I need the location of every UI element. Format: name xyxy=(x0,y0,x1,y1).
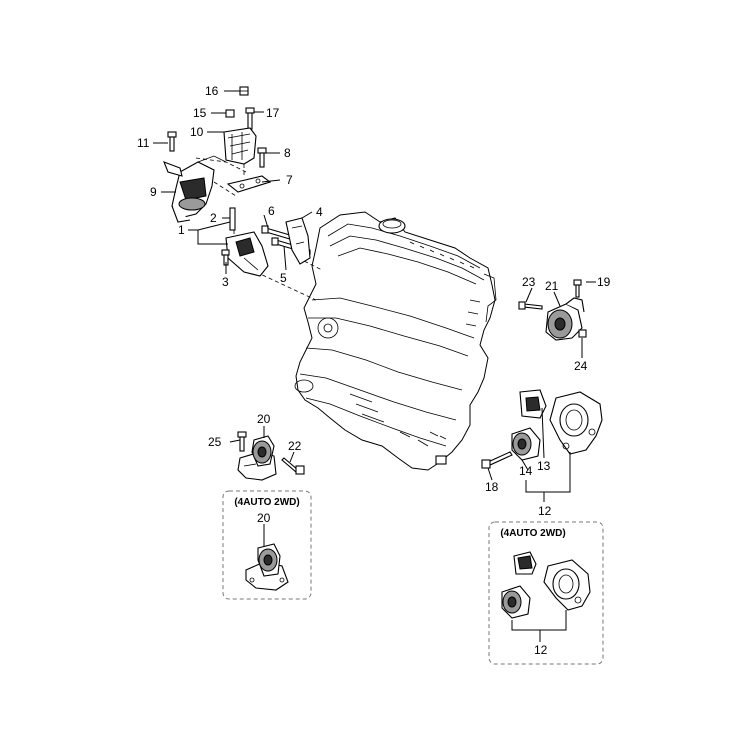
engine-block xyxy=(294,211,497,471)
bolt-19 xyxy=(573,279,582,298)
bolt-23 xyxy=(518,301,543,310)
callout-21: 21 xyxy=(545,279,559,293)
callout-17: 17 xyxy=(266,106,280,120)
callout-20b: 20 xyxy=(257,511,271,525)
callout-labels: 16 15 17 10 11 8 9 7 2 6 4 1 3 5 23 21 1… xyxy=(137,84,611,657)
nut-15 xyxy=(225,109,235,118)
transmission-mount-12-assembly xyxy=(481,389,603,469)
mount-20-variant xyxy=(245,543,289,591)
variant-box-left-title: (4AUTO 2WD) xyxy=(234,497,299,508)
callout-19: 19 xyxy=(597,275,611,289)
callout-25: 25 xyxy=(208,435,222,449)
callout-15: 15 xyxy=(193,106,207,120)
bracket-4 xyxy=(285,217,311,265)
callout-14: 14 xyxy=(519,464,533,478)
callout-4: 4 xyxy=(316,205,323,219)
bracket-10 xyxy=(223,127,257,165)
callout-8: 8 xyxy=(284,146,291,160)
bolt-22 xyxy=(281,457,305,475)
callout-3: 3 xyxy=(222,275,229,289)
bolt-8 xyxy=(257,147,267,168)
callout-1: 1 xyxy=(178,223,185,237)
nut-24 xyxy=(578,329,587,338)
callout-24: 24 xyxy=(574,359,588,373)
callout-13: 13 xyxy=(537,459,551,473)
callout-20a: 20 xyxy=(257,412,271,426)
callout-22: 22 xyxy=(288,439,302,453)
stud-2 xyxy=(229,207,236,231)
variant-box-right-title: (4AUTO 2WD) xyxy=(500,528,565,539)
callout-11: 11 xyxy=(137,136,150,150)
rear-mount-21-assembly xyxy=(518,279,587,341)
callout-12b: 12 xyxy=(534,643,548,657)
mount-21 xyxy=(545,297,585,341)
leader-lines xyxy=(153,90,596,642)
nut-16 xyxy=(239,86,249,96)
mount-20 xyxy=(237,435,277,481)
bracket-12-variant xyxy=(501,551,591,619)
bolt-18 xyxy=(481,451,513,469)
callout-9: 9 xyxy=(150,185,157,199)
callout-18: 18 xyxy=(485,480,499,494)
callout-10: 10 xyxy=(190,125,204,139)
callout-6: 6 xyxy=(268,204,275,218)
variant-box-left: (4AUTO 2WD) xyxy=(222,490,312,600)
callout-2: 2 xyxy=(210,211,217,225)
callout-12a: 12 xyxy=(538,504,552,518)
bracket-12 xyxy=(549,391,603,455)
bracket-1 xyxy=(225,231,269,277)
callout-23: 23 xyxy=(522,275,536,289)
bolt-17 xyxy=(245,107,255,130)
bushing-14 xyxy=(511,427,541,461)
front-mount-20-assembly xyxy=(237,431,305,481)
bracket-plate-7 xyxy=(226,175,272,193)
variant-box-right: (4AUTO 2WD) xyxy=(488,521,604,665)
callout-16: 16 xyxy=(205,84,219,98)
bolt-25 xyxy=(237,431,247,452)
upper-mount-assembly xyxy=(163,86,311,277)
callout-7: 7 xyxy=(286,173,293,187)
callout-5: 5 xyxy=(280,271,287,285)
bracket-13 xyxy=(519,389,547,419)
bolt-11 xyxy=(167,131,177,152)
engine-mount-9 xyxy=(163,155,227,223)
